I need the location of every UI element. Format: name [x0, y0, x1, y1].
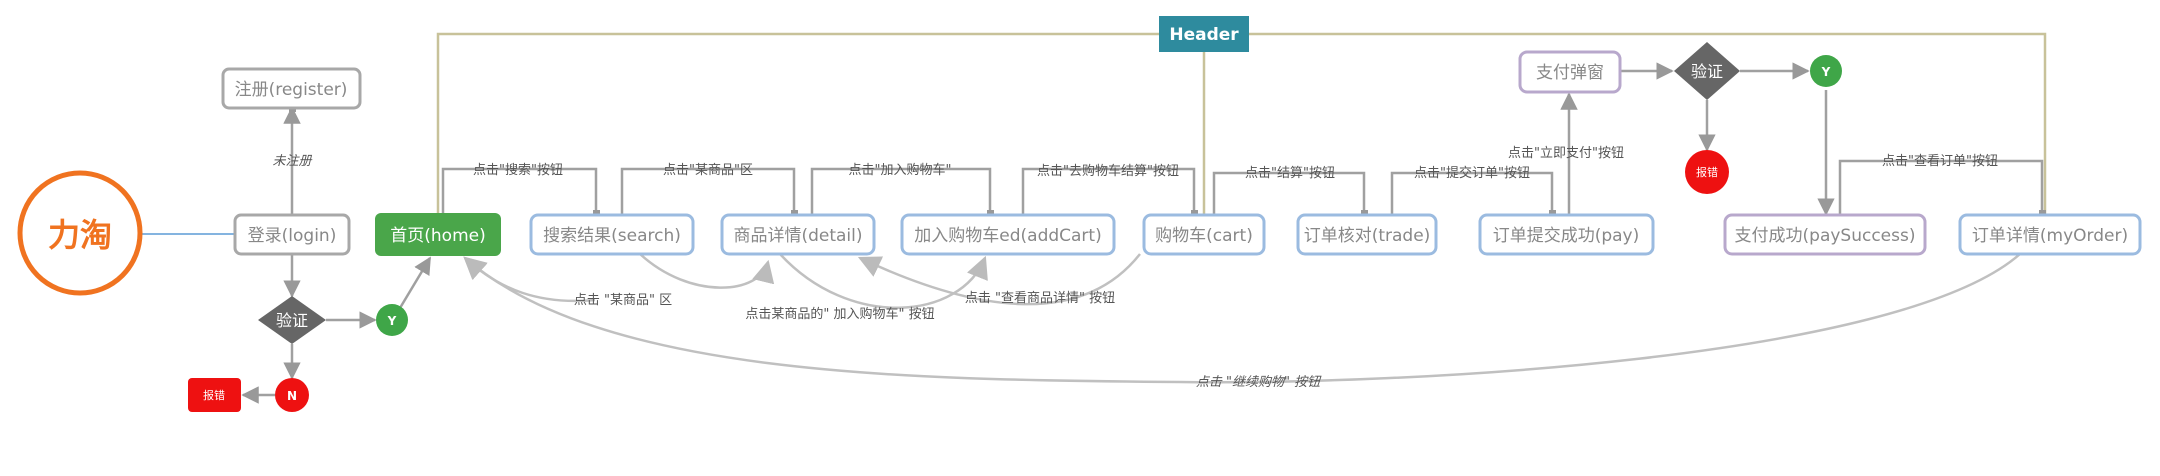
edge-search-detail: [620, 167, 796, 215]
node-login[interactable]: 登录(login): [233, 213, 351, 256]
circle-login-no: N: [275, 378, 309, 412]
node-my-order[interactable]: 订单详情(myOrder): [1958, 213, 2142, 256]
svg-text:报错: 报错: [1696, 165, 1718, 179]
svg-text:验证: 验证: [276, 311, 308, 330]
edge-labels: 未注册 点击"搜索"按钮 点击"某商品"区 点击"加入购物车" 点击"去购物车结…: [272, 146, 1997, 390]
svg-text:注册(register): 注册(register): [235, 80, 348, 100]
circle-pay-yes: Y: [1810, 55, 1842, 87]
back-curves: [463, 253, 2021, 384]
node-pay-success[interactable]: 支付成功(paySuccess): [1723, 213, 1927, 256]
edge-detail-addcart: [810, 167, 992, 215]
label-click-add-cart: 点击"加入购物车": [849, 162, 952, 178]
svg-text:订单提交成功(pay): 订单提交成功(pay): [1493, 226, 1640, 246]
svg-text:Y: Y: [387, 314, 397, 328]
curve-cart-detail: [857, 253, 1141, 306]
header-node[interactable]: Header: [1159, 16, 1249, 52]
logo: 力淘: [17, 170, 143, 296]
label-click-pay-now: 点击"立即支付"按钮: [1508, 146, 1624, 161]
edges: [140, 62, 2044, 404]
svg-text:加入购物车ed(addCart): 加入购物车ed(addCart): [914, 226, 1101, 246]
label-click-search: 点击"搜索"按钮: [473, 163, 563, 178]
label-click-product-add-cart: 点击某商品的" 加入购物车" 按钮: [745, 306, 934, 322]
svg-text:订单详情(myOrder): 订单详情(myOrder): [1972, 226, 2128, 246]
curve-detail-addcart: [779, 253, 988, 309]
logo-text: 力淘: [48, 216, 112, 254]
svg-text:订单核对(trade): 订单核对(trade): [1304, 226, 1431, 246]
node-trade[interactable]: 订单核对(trade): [1296, 213, 1438, 256]
label-click-go-cart: 点击"去购物车结算"按钮: [1037, 163, 1179, 179]
label-click-view-detail: 点击 "查看商品详情" 按钮: [965, 290, 1115, 306]
header-connectors: [436, 32, 2047, 215]
node-cart[interactable]: 购物车(cart): [1142, 213, 1266, 256]
edge-home-search: [441, 167, 598, 215]
svg-text:搜索结果(search): 搜索结果(search): [543, 226, 681, 246]
curve-order-home: [463, 253, 2021, 384]
edge-yes-home: [398, 256, 432, 309]
label-click-submit-order: 点击"提交订单"按钮: [1414, 165, 1530, 181]
svg-text:登录(login): 登录(login): [248, 226, 337, 246]
svg-text:N: N: [287, 389, 297, 403]
node-detail[interactable]: 商品详情(detail): [720, 213, 876, 256]
node-pay[interactable]: 订单提交成功(pay): [1478, 213, 1655, 256]
svg-text:支付弹窗: 支付弹窗: [1536, 63, 1604, 83]
label-click-product-area: 点击"某商品"区: [663, 163, 753, 178]
curve-search-detail: [639, 253, 775, 289]
label-click-product-back: 点击 "某商品" 区: [574, 293, 672, 308]
svg-text:Y: Y: [1821, 65, 1831, 79]
svg-text:报错: 报错: [203, 388, 225, 402]
circle-login-yes: Y: [376, 304, 408, 336]
label-click-view-order: 点击"查看订单"按钮: [1882, 153, 1998, 169]
label-click-continue-shopping: 点击 "继续购物" 按钮: [1196, 375, 1322, 390]
decision-pay-verify: 验证: [1674, 42, 1740, 100]
label-click-settle: 点击"结算"按钮: [1245, 166, 1335, 181]
edge-addcart-cart: [1021, 167, 1196, 215]
node-pay-popup[interactable]: 支付弹窗: [1518, 50, 1622, 94]
error-box: 报错: [188, 378, 241, 412]
connector-dots: [289, 105, 2046, 217]
node-search[interactable]: 搜索结果(search): [529, 213, 695, 256]
edge-success-order: [1838, 159, 2044, 215]
svg-text:支付成功(paySuccess): 支付成功(paySuccess): [1735, 226, 1916, 246]
edge-trade-pay: [1390, 171, 1554, 215]
svg-text:验证: 验证: [1691, 62, 1723, 81]
node-addcart[interactable]: 加入购物车ed(addCart): [900, 213, 1116, 256]
node-home[interactable]: 首页(home): [375, 213, 501, 256]
circle-pay-error: 报错: [1685, 150, 1729, 194]
label-unregistered: 未注册: [272, 154, 312, 169]
svg-text:Header: Header: [1169, 25, 1239, 45]
svg-text:购物车(cart): 购物车(cart): [1155, 226, 1253, 246]
edge-cart-trade: [1212, 171, 1366, 215]
svg-text:商品详情(detail): 商品详情(detail): [733, 226, 862, 246]
svg-text:首页(home): 首页(home): [390, 226, 485, 246]
node-register[interactable]: 注册(register): [221, 67, 362, 110]
decision-login-verify: 验证: [258, 296, 326, 344]
